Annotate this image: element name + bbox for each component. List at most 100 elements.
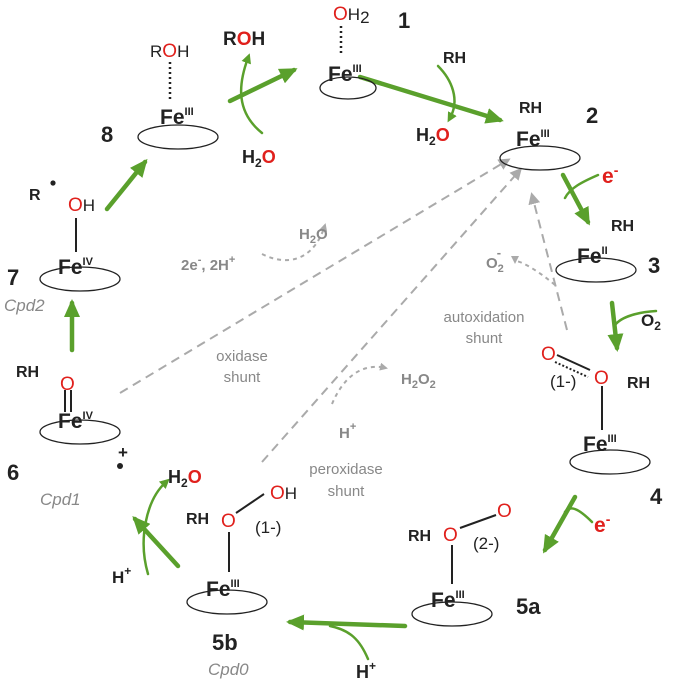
s5a-charge: (2-)	[473, 534, 499, 553]
peroxidase-product-sub2: 2	[430, 379, 436, 391]
h2o-2-o: O	[436, 125, 450, 145]
rh-in-2-arrow	[436, 64, 457, 123]
oxidase-product-o: O	[316, 226, 328, 243]
svg-text:ROH: ROH	[223, 29, 265, 50]
s6-rh: RH	[16, 364, 39, 381]
peroxidase-product-o: O	[418, 371, 430, 388]
s8-o: O	[162, 41, 177, 62]
svg-text:H+: H+	[356, 659, 376, 682]
s4-fe: Fe	[583, 433, 608, 456]
svg-text:FeIII: FeIII	[328, 63, 362, 86]
species-5a: RH O O (2-) FeIII 5a	[408, 501, 541, 619]
oxidase-product-h: H	[299, 226, 310, 243]
species-1: OH2 FeIII 1	[328, 4, 410, 86]
svg-text:FeIII: FeIII	[516, 128, 550, 151]
s5b-oh-h: H	[285, 484, 297, 503]
heme-discs	[39, 76, 651, 627]
svg-text:FeIV: FeIV	[58, 410, 94, 433]
s3-rh: RH	[611, 218, 634, 235]
oxidase-line2: shunt	[224, 369, 262, 386]
o2-4-sub: 2	[654, 319, 661, 333]
heme-8	[137, 124, 219, 150]
arrow-7-to-8	[104, 158, 148, 212]
s5b-cpd: Cpd0	[208, 660, 249, 679]
hplus-5b-sup: +	[369, 659, 376, 673]
s5b-o1: O	[221, 511, 236, 532]
s4-number: 4	[650, 484, 663, 509]
hplus-6-sup: +	[124, 564, 131, 578]
oxidase-product-sub: 2	[310, 234, 316, 246]
s5b-number: 5b	[212, 630, 238, 655]
s5a-o2: O	[497, 501, 512, 522]
e-in-5a-arrow	[563, 507, 594, 524]
species-6: RH O FeIV + 6 Cpd1	[7, 364, 128, 509]
s5a-rh: RH	[408, 528, 431, 545]
s5b-charge: (1-)	[255, 518, 281, 537]
peroxidase-shunt-line	[261, 167, 522, 463]
s7-radical-r: R	[29, 187, 41, 204]
autoxidation-line1: autoxidation	[444, 309, 525, 326]
svg-text:FeII: FeII	[577, 245, 608, 268]
heme-5a	[411, 601, 493, 627]
hplus-6: H	[112, 568, 124, 587]
svg-text:e-: e-	[602, 162, 619, 188]
h2o-6-h: H	[168, 467, 181, 487]
s5a-o1: O	[443, 525, 458, 546]
s4-ox: III	[608, 433, 617, 445]
svg-text:FeIV: FeIV	[58, 256, 94, 279]
peroxidase-branch	[331, 362, 388, 405]
o2-4-o: O	[641, 311, 654, 330]
svg-text:ROH: ROH	[150, 41, 189, 62]
peroxidase-reagent-sup: +	[350, 421, 356, 433]
reagents: ROH H2O RH H2O e- O2 e- H+ H+ H2O	[112, 29, 661, 682]
s6-cpd: Cpd1	[40, 490, 81, 509]
svg-text:H2O: H2O	[299, 226, 328, 246]
o2-in-4-arrow	[613, 309, 658, 327]
h2o-8-sub: 2	[255, 156, 262, 170]
oxidase-branch	[261, 223, 328, 262]
h-in-6-arrow	[142, 478, 170, 576]
heme-6	[39, 419, 121, 445]
h2o-in-8-arrow	[239, 53, 264, 135]
species-2: RH FeIII 2	[516, 100, 598, 151]
svg-text:OH: OH	[68, 195, 95, 216]
s5b-ox: III	[231, 578, 240, 590]
species-8: ROH FeIII 8	[101, 41, 194, 147]
s2-fe: Fe	[516, 128, 541, 151]
h2o-6-sub: 2	[181, 476, 188, 490]
oxidase-protons-sup: +	[229, 254, 235, 266]
s1-fe: Fe	[328, 63, 353, 86]
autoxidation-branch	[511, 255, 556, 286]
s2-number: 2	[586, 103, 598, 128]
heme-3	[555, 257, 637, 283]
h2o-8-o: O	[262, 147, 276, 167]
h2o-8-h: H	[242, 147, 255, 167]
autoxidation-product-sub: 2	[498, 263, 504, 275]
e-5a-sup: -	[606, 511, 611, 527]
s4-o1: O	[541, 344, 556, 365]
svg-text:e-: e-	[594, 511, 611, 537]
roh-h: H	[252, 29, 266, 50]
svg-text:FeIII: FeIII	[583, 433, 617, 456]
s2-ox: III	[541, 128, 550, 140]
s4-rh: RH	[627, 375, 650, 392]
s7-h: H	[83, 196, 95, 215]
species-3: RH FeII 3	[577, 218, 660, 278]
arrow-5b-to-6	[132, 516, 181, 569]
s8-r: R	[150, 42, 162, 61]
svg-text:H2O: H2O	[242, 147, 276, 170]
s6-number: 6	[7, 460, 19, 485]
s5a-number: 5a	[516, 594, 541, 619]
svg-text:H2O: H2O	[416, 125, 450, 148]
s3-number: 3	[648, 253, 660, 278]
h2o-2-h: H	[416, 125, 429, 145]
peroxidase-line2: shunt	[328, 483, 366, 500]
e-3: e	[602, 165, 614, 188]
oxidase-electrons-sup: -	[198, 254, 202, 266]
roh-r: R	[223, 29, 237, 50]
autoxidation-product-o: O	[486, 255, 498, 272]
arrow-5a-to-5b	[286, 614, 408, 631]
species-5b: RH O OH (1-) FeIII 5b Cpd0	[186, 483, 297, 679]
s8-ox: III	[185, 106, 194, 118]
s2-rh: RH	[519, 100, 542, 117]
